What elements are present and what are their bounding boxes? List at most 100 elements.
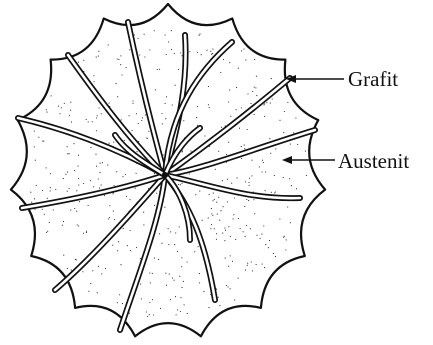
stipple-dot <box>287 102 288 103</box>
stipple-dot <box>144 34 145 35</box>
stipple-dot <box>284 236 285 237</box>
stipple-dot <box>88 291 89 292</box>
stipple-dot <box>77 224 78 225</box>
stipple-dot <box>218 197 219 198</box>
stipple-dot <box>250 228 251 229</box>
stipple-dot <box>96 117 97 118</box>
stipple-dot <box>86 231 87 232</box>
stipple-dot <box>264 116 265 117</box>
stipple-dot <box>112 193 113 194</box>
stipple-dot <box>275 256 276 257</box>
stipple-dot <box>265 172 266 173</box>
stipple-dot <box>195 194 196 195</box>
stipple-dot <box>46 112 47 113</box>
stipple-dot <box>252 91 253 92</box>
stipple-dot <box>136 247 137 248</box>
stipple-dot <box>55 189 56 190</box>
stipple-dot <box>129 115 130 116</box>
stipple-dot <box>212 200 213 201</box>
stipple-dot <box>49 222 50 223</box>
stipple-dot <box>254 213 255 214</box>
stipple-dot <box>208 86 209 87</box>
stipple-dot <box>138 38 139 39</box>
stipple-dot <box>98 266 99 267</box>
stipple-dot <box>50 190 51 191</box>
stipple-dot <box>147 138 148 139</box>
stipple-dot <box>109 103 110 104</box>
stipple-dot <box>233 218 234 219</box>
stipple-dot <box>259 166 260 167</box>
stipple-dot <box>78 62 79 63</box>
stipple-dot <box>217 214 218 215</box>
stipple-dot <box>107 165 108 166</box>
stipple-dot <box>129 313 130 314</box>
stipple-dot <box>116 83 117 84</box>
stipple-dot <box>88 205 89 206</box>
stipple-dot <box>170 231 171 232</box>
stipple-dot <box>83 183 84 184</box>
stipple-dot <box>228 286 229 287</box>
stipple-dot <box>82 271 83 272</box>
stipple-dot <box>148 131 149 132</box>
stipple-dot <box>71 122 72 123</box>
stipple-dot <box>42 209 43 210</box>
stipple-dot <box>34 209 35 210</box>
stipple-dot <box>248 200 249 201</box>
stipple-dot <box>136 151 137 152</box>
stipple-dot <box>264 267 265 268</box>
stipple-dot <box>204 135 205 136</box>
stipple-dot <box>177 251 178 252</box>
stipple-dot <box>283 237 284 238</box>
stipple-dot <box>165 103 166 104</box>
stipple-dot <box>165 273 166 274</box>
stipple-dot <box>177 309 178 310</box>
stipple-dot <box>197 52 198 53</box>
stipple-dot <box>76 259 77 260</box>
stipple-dot <box>181 183 182 184</box>
stipple-dot <box>238 278 239 279</box>
stipple-dot <box>225 258 226 259</box>
stipple-dot <box>196 117 197 118</box>
stipple-dot <box>199 282 200 283</box>
stipple-dot <box>125 174 126 175</box>
stipple-dot <box>296 188 297 189</box>
stipple-dot <box>228 266 229 267</box>
stipple-dot <box>138 123 139 124</box>
stipple-dot <box>199 191 200 192</box>
stipple-dot <box>132 100 133 101</box>
stipple-dot <box>141 120 142 121</box>
label-grafit: Grafit <box>348 67 398 91</box>
stipple-dot <box>229 62 230 63</box>
stipple-dot <box>187 313 188 314</box>
stipple-dot <box>78 225 79 226</box>
stipple-dot <box>246 225 247 226</box>
stipple-dot <box>170 299 171 300</box>
stipple-dot <box>156 193 157 194</box>
stipple-dot <box>201 54 202 55</box>
stipple-dot <box>58 106 59 107</box>
stipple-dot <box>73 143 74 144</box>
stipple-dot <box>197 125 198 126</box>
stipple-dot <box>99 107 100 108</box>
stipple-dot <box>181 287 182 288</box>
stipple-dot <box>179 226 180 227</box>
stipple-dot <box>289 178 290 179</box>
stipple-dot <box>184 304 185 305</box>
stipple-dot <box>228 226 229 227</box>
stipple-dot <box>182 150 183 151</box>
stipple-dot <box>122 176 123 177</box>
stipple-dot <box>154 258 155 259</box>
stipple-dot <box>252 160 253 161</box>
stipple-dot <box>139 54 140 55</box>
stipple-dot <box>65 174 66 175</box>
stipple-dot <box>269 240 270 241</box>
stipple-dot <box>179 276 180 277</box>
stipple-dot <box>100 163 101 164</box>
stipple-dot <box>46 109 47 110</box>
stipple-dot <box>226 154 227 155</box>
stipple-dot <box>199 273 200 274</box>
stipple-dot <box>218 151 219 152</box>
stipple-dot <box>180 297 181 298</box>
stipple-dot <box>203 291 204 292</box>
